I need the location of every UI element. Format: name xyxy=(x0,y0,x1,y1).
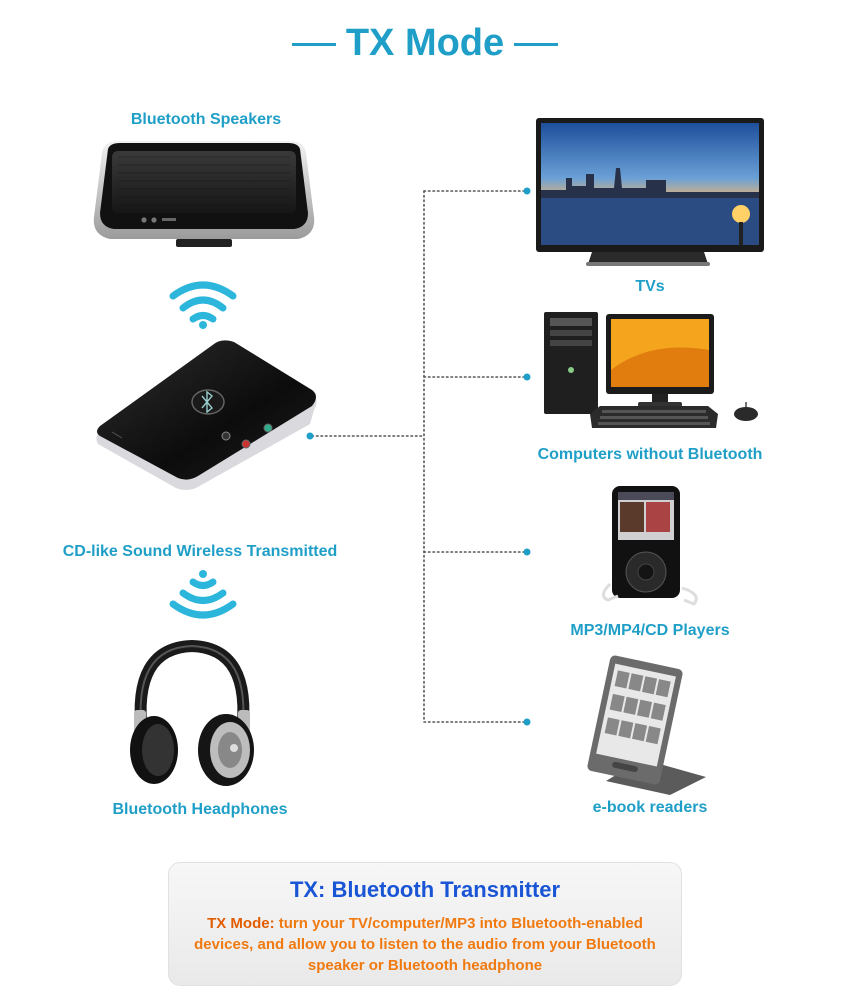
wireless-waves-down-icon xyxy=(169,570,237,619)
title-dash-left xyxy=(291,43,336,47)
ebook-reader-icon xyxy=(587,655,706,795)
mp3-player-icon xyxy=(602,486,698,606)
footer-desc-body: turn your TV/computer/MP3 into Bluetooth… xyxy=(194,915,656,974)
headphones-icon xyxy=(130,639,254,786)
tv-icon xyxy=(536,118,764,266)
speaker-icon xyxy=(93,141,315,247)
footer-desc-lead: TX Mode: xyxy=(207,915,275,932)
page-title: TX Mode xyxy=(0,22,850,65)
connector-dot-mp3 xyxy=(523,548,531,556)
connector-dot-computer xyxy=(523,373,531,381)
label-bluetooth-headphones: Bluetooth Headphones xyxy=(112,801,288,818)
connector-dot-transmitter xyxy=(306,432,314,440)
connector-dot-ebook xyxy=(523,718,531,726)
label-bluetooth-speakers: Bluetooth Speakers xyxy=(130,111,282,128)
label-mp3-players: MP3/MP4/CD Players xyxy=(570,622,730,639)
footer-title: TX: Bluetooth Transmitter xyxy=(289,877,561,902)
bluetooth-transmitter-icon xyxy=(96,340,317,490)
title-text: TX Mode xyxy=(345,22,505,64)
footer-description: TX Mode: turn your TV/computer/MP3 into … xyxy=(185,913,665,976)
label-computers-without-bluetooth: Computers without Bluetooth xyxy=(537,446,763,463)
footer-box: TX: Bluetooth Transmitter TX Mode: turn … xyxy=(168,862,682,986)
wireless-waves-icon xyxy=(169,281,237,329)
label-tvs: TVs xyxy=(635,278,665,295)
connector-dot-tv xyxy=(523,187,531,195)
title-dash-right xyxy=(514,43,559,47)
label-cd-like-sound: CD-like Sound Wireless Transmitted xyxy=(62,543,338,560)
computer-icon xyxy=(544,312,758,428)
label-ebook-readers: e-book readers xyxy=(592,799,708,816)
